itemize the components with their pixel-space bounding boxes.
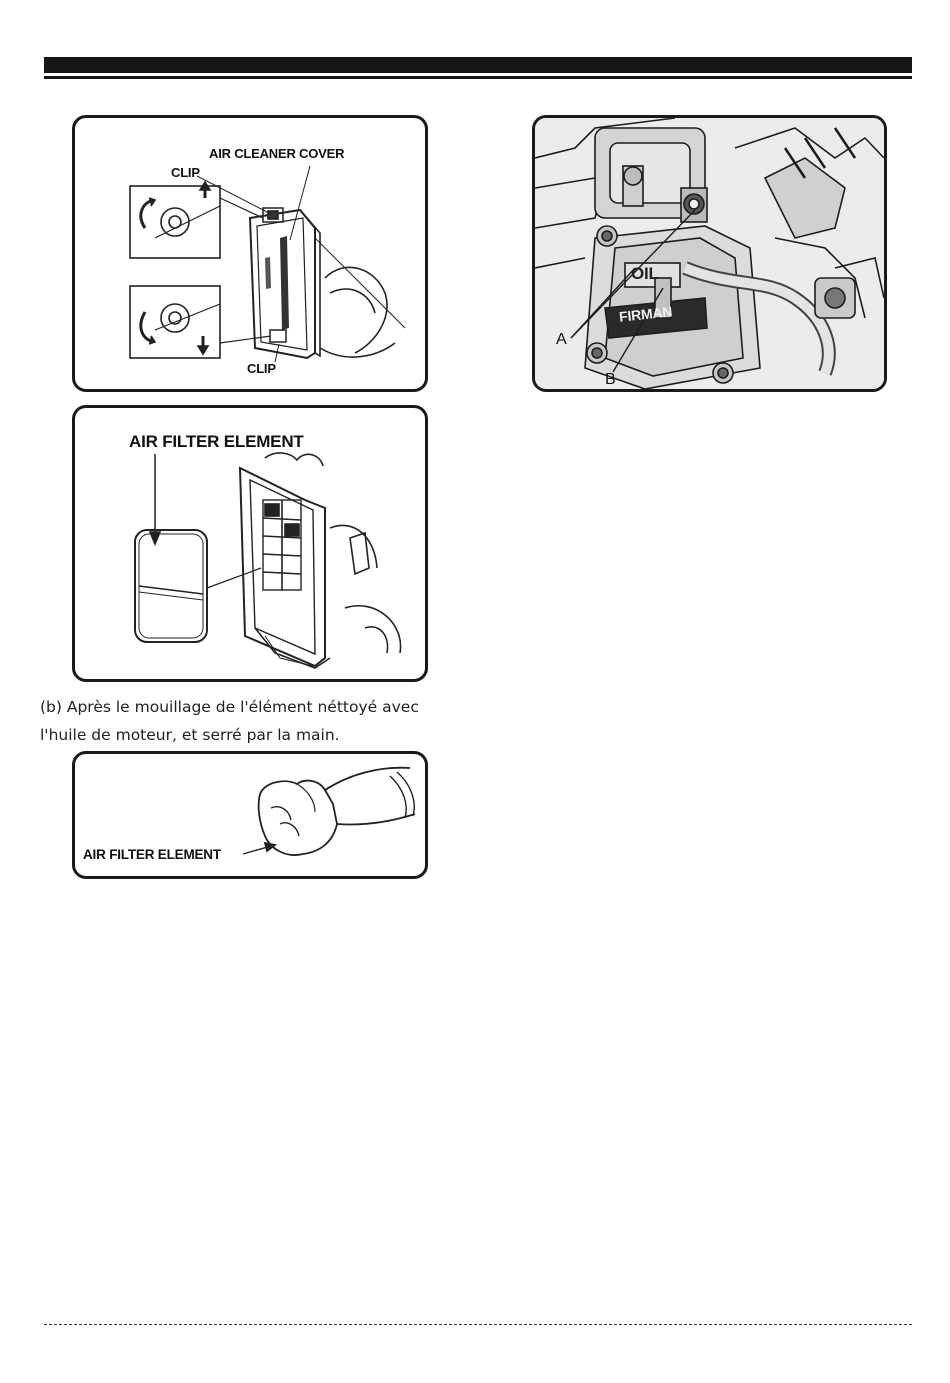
caption-paragraph: (b) Après le mouillage de l'élément nétt…	[40, 693, 480, 749]
footer-dashed-rule	[44, 1324, 912, 1325]
figure-air-filter-element: AIR FILTER ELEMENT	[72, 405, 428, 682]
clip-top-label: CLIP	[171, 165, 200, 180]
header-rule	[44, 76, 912, 79]
caption-line-2: l'huile de moteur, et serré par la main.	[40, 721, 480, 749]
figure-oil-engine: OIL FIRMAN A B	[532, 115, 887, 392]
oil-text: OIL	[631, 264, 659, 284]
air-cleaner-cover-label: AIR CLEANER COVER	[209, 146, 344, 161]
ref-label-b: B	[605, 371, 616, 389]
air-filter-element-label: AIR FILTER ELEMENT	[129, 432, 304, 452]
oil-engine-illustration	[535, 118, 884, 389]
clip-bottom-label: CLIP	[247, 361, 276, 376]
header-bar	[44, 57, 912, 73]
figure-air-cleaner-cover: AIR CLEANER COVER CLIP CLIP	[72, 115, 428, 392]
figure-hand-squeeze: AIR FILTER ELEMENT	[72, 751, 428, 879]
ref-label-a: A	[556, 331, 567, 349]
hand-air-filter-element-label: AIR FILTER ELEMENT	[83, 847, 221, 862]
caption-line-1: (b) Après le mouillage de l'élément nétt…	[40, 693, 480, 721]
